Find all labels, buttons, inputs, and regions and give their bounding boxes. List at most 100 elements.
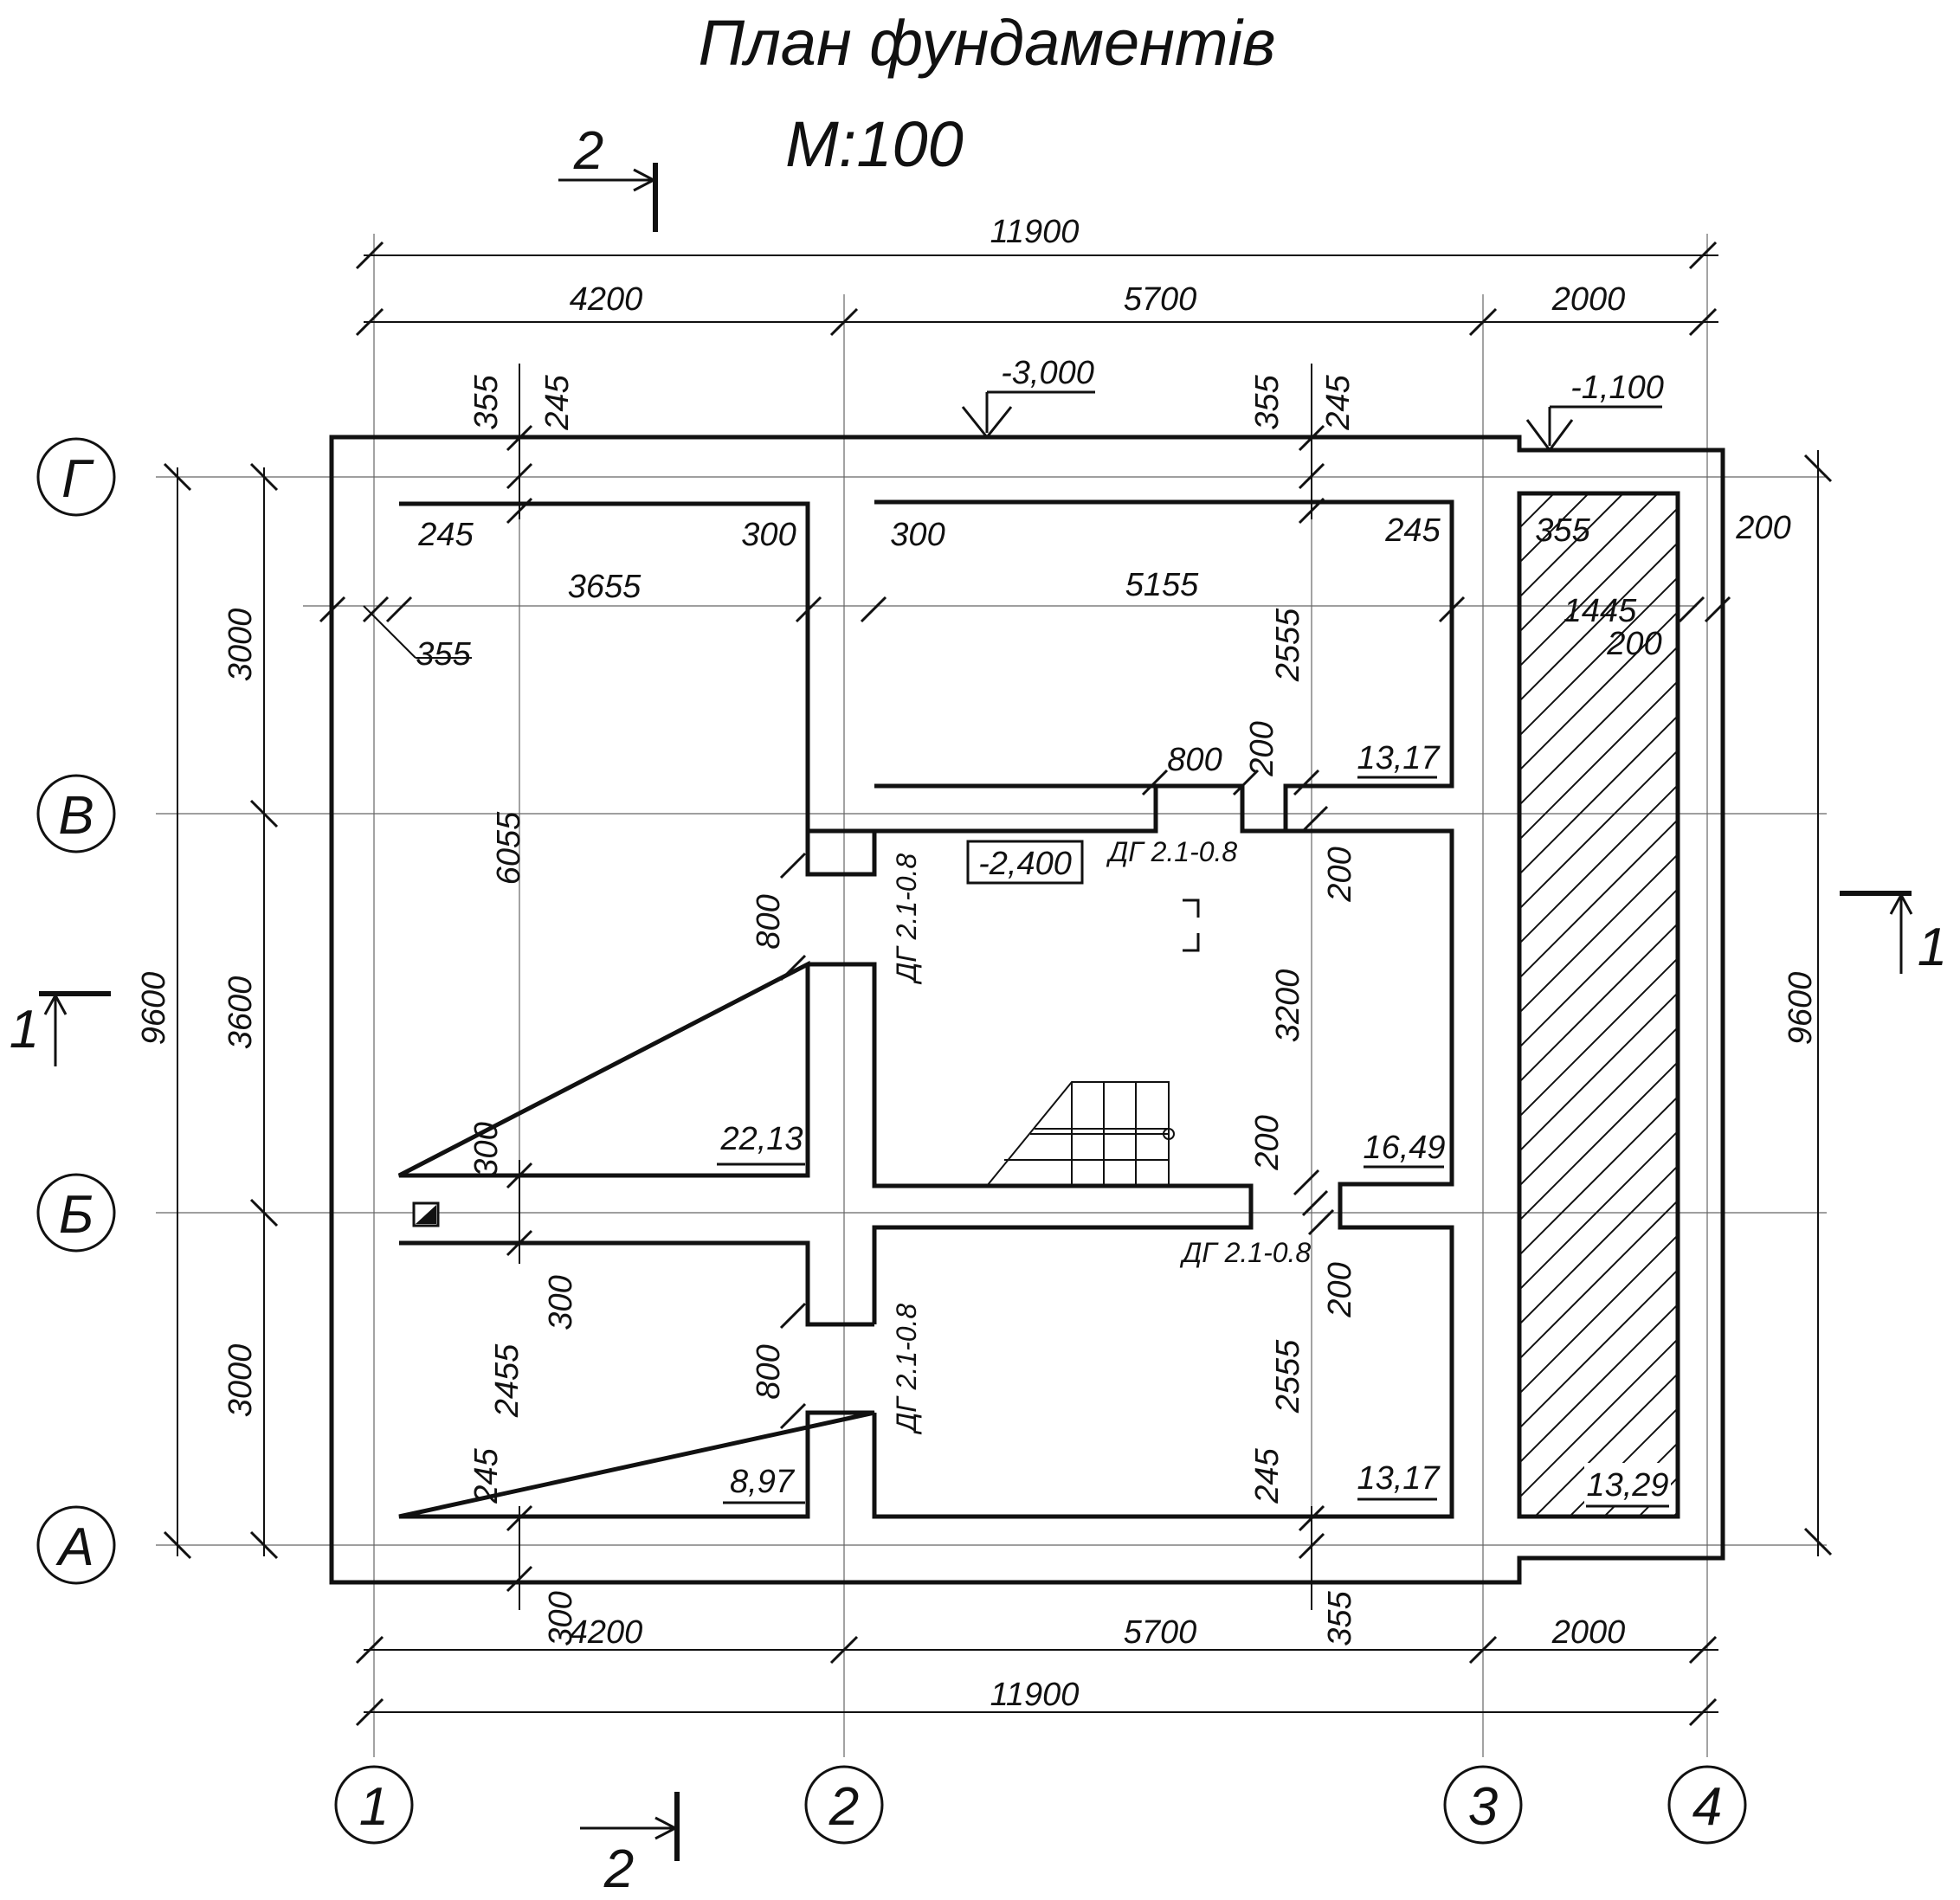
svg-text:800: 800: [751, 1344, 787, 1399]
section-mark-right: 1: [1840, 891, 1947, 977]
hatch-line: [1519, 1651, 1678, 1809]
door-label-3: ДГ 2.1-0.8: [1180, 1237, 1312, 1268]
axis-bubble-row-v: В: [36, 774, 116, 853]
plan-scale: М:100: [785, 108, 964, 180]
hatch-line: [1521, 1339, 1676, 1497]
hatch-line: [1521, 716, 1676, 874]
room-6-hatching: [1519, 335, 1678, 1809]
svg-text:3600: 3600: [222, 976, 259, 1050]
svg-text:Б: Б: [59, 1185, 93, 1245]
svg-text:300: 300: [543, 1275, 579, 1330]
svg-text:200: 200: [1606, 626, 1661, 662]
room-1-width-dim: 3655: [568, 569, 642, 605]
room-5-height-dim: 2555: [1270, 1339, 1306, 1414]
svg-text:4200: 4200: [570, 1614, 643, 1651]
room-area-4: 8,97: [723, 1464, 805, 1504]
svg-text:200: 200: [1249, 1115, 1286, 1170]
hatch-line: [1521, 508, 1676, 667]
hatch-line: [1521, 681, 1676, 840]
svg-text:2: 2: [603, 1839, 634, 1899]
hatch-line: [1535, 1374, 1676, 1515]
svg-text:11900: 11900: [990, 214, 1080, 250]
svg-text:13,29: 13,29: [1586, 1467, 1668, 1504]
svg-text:200: 200: [1244, 721, 1280, 776]
hatch-line: [1521, 750, 1676, 909]
dimension-bottom-overall: 11900: [355, 1677, 1718, 1727]
svg-text:13,17: 13,17: [1357, 1460, 1441, 1497]
room-area-5: 13,17: [1357, 1460, 1441, 1501]
room-2-width-dim: 5155: [1125, 567, 1199, 603]
center-marks: [1183, 898, 1200, 952]
svg-text:2: 2: [573, 121, 603, 181]
room-area-2: 13,17: [1357, 740, 1441, 779]
hatch-line: [1521, 1097, 1676, 1255]
hatch-line: [1521, 543, 1676, 701]
hatch-line: [1521, 495, 1554, 528]
room-4-height-dim: 2455: [489, 1343, 525, 1418]
svg-text:200: 200: [1735, 510, 1790, 546]
svg-text:1: 1: [359, 1777, 389, 1837]
svg-text:13,17: 13,17: [1357, 740, 1441, 776]
dimension-left-overall: 9600: [136, 462, 192, 1560]
hatch-line: [1521, 1131, 1676, 1290]
svg-text:200: 200: [1322, 847, 1358, 902]
hatch-line: [1521, 785, 1676, 944]
room-6-width-dim: 1445: [1563, 593, 1637, 629]
axis-bubble-row-a: А: [36, 1505, 116, 1585]
svg-text:Г: Г: [61, 449, 94, 509]
hatch-line: [1521, 495, 1589, 563]
wall-offset-dimensions: 355 245 355 245 245 355 300 300 245 355 …: [319, 364, 1791, 1646]
svg-text:200: 200: [1322, 1262, 1358, 1317]
outer-foundation-outline: [329, 435, 1725, 1585]
room-1-height-dim: 6055: [491, 811, 527, 885]
svg-text:3000: 3000: [222, 609, 259, 682]
level-mark-top: -3,000: [961, 355, 1095, 440]
axis-bubble-col-2: 2: [804, 1765, 884, 1845]
room-4-outline: [398, 1240, 875, 1519]
axis-bubble-col-1: 1: [334, 1765, 414, 1845]
svg-text:800: 800: [751, 894, 787, 949]
svg-text:245: 245: [539, 374, 576, 430]
hatch-line: [1521, 820, 1676, 978]
svg-text:-2,400: -2,400: [978, 846, 1072, 882]
room-area-6: 13,29: [1584, 1463, 1671, 1508]
svg-text:3: 3: [1468, 1777, 1498, 1837]
hatch-line: [1521, 924, 1676, 1082]
room-6-outline: [1517, 491, 1680, 1519]
level-mark-center: -2,400: [966, 840, 1084, 885]
hatch-line: [1519, 335, 1678, 493]
section-mark-left: 1: [10, 991, 111, 1066]
plan-title: План фундаментів: [698, 7, 1275, 79]
svg-text:16,49: 16,49: [1363, 1130, 1445, 1166]
room-1-outline: [397, 501, 877, 1178]
svg-text:-3,000: -3,000: [1001, 355, 1094, 391]
level-mark-right: -1,100: [1525, 370, 1664, 453]
section-mark-top: 2: [558, 121, 658, 232]
dimension-left-spans: 3000 3600 3000: [222, 462, 279, 1560]
room-2-height-dim: 2555: [1270, 608, 1306, 682]
room-1-door-jamb: [808, 962, 877, 1186]
svg-text:300: 300: [741, 517, 796, 553]
svg-text:9600: 9600: [136, 972, 172, 1046]
svg-text:9600: 9600: [1783, 972, 1819, 1046]
hatch-line: [1521, 1201, 1676, 1359]
svg-text:300: 300: [543, 1591, 579, 1646]
svg-text:800: 800: [1167, 742, 1222, 778]
axis-bubble-row-b: Б: [36, 1173, 116, 1253]
hatch-line: [1521, 495, 1658, 632]
room-area-3: 16,49: [1363, 1130, 1446, 1169]
svg-text:1: 1: [1918, 918, 1947, 977]
dimension-right-overall: 9600: [1783, 450, 1833, 1556]
hatch-line: [1521, 958, 1676, 1117]
hatch-line: [1521, 1062, 1676, 1221]
axis-bubble-col-3: 3: [1443, 1765, 1523, 1845]
axis-bubble-row-g: Г: [36, 437, 116, 517]
room-area-1: 22,13: [717, 1121, 805, 1166]
hatch-line: [1519, 1581, 1678, 1740]
svg-text:355: 355: [1535, 512, 1590, 549]
marker-square: [412, 1201, 440, 1227]
room-3-height-dim: 3200: [1270, 969, 1306, 1043]
stair-symbol: [986, 1081, 1175, 1187]
hatch-line: [1521, 612, 1676, 770]
